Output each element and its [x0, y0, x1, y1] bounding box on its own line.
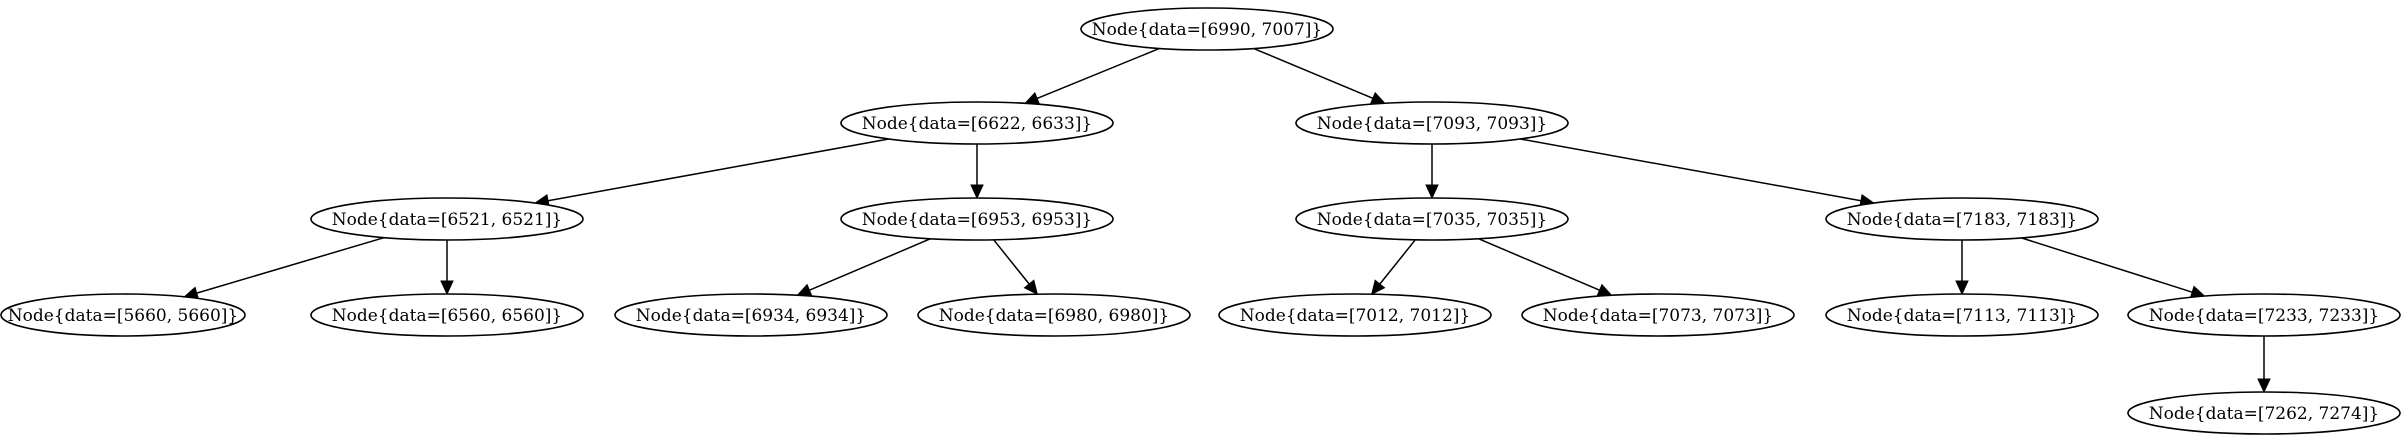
arrowhead-icon: [1370, 279, 1386, 296]
tree-node-leaf: Node{data=[7113, 7113]}: [1825, 293, 2099, 337]
tree-node: Node{data=[6953, 6953]}: [840, 197, 1114, 241]
tree-node: Node{data=[7233, 7233]}: [2127, 293, 2401, 337]
node-label: Node{data=[7113, 7113]}: [1847, 306, 2078, 326]
node-label: Node{data=[7093, 7093]}: [1317, 114, 1548, 134]
edge-n0-to-n2: [1253, 47, 1386, 105]
arrowhead-icon: [970, 184, 984, 200]
node-label: Node{data=[6560, 6560]}: [332, 306, 563, 326]
tree-node: Node{data=[6622, 6633]}: [840, 101, 1114, 145]
node-label: Node{data=[6953, 6953]}: [862, 210, 1093, 230]
edge-n5-to-n11: [1370, 239, 1416, 296]
arrowhead-icon: [440, 280, 454, 296]
edge-n1-to-n3: [534, 138, 889, 208]
arrowhead-icon: [1023, 91, 1041, 105]
tree-node-leaf: Node{data=[6934, 6934]}: [614, 293, 888, 337]
node-label: Node{data=[5660, 5660]}: [8, 306, 239, 326]
tree-node-root: Node{data=[6990, 7007]}: [1080, 7, 1334, 51]
arrowhead-icon: [1369, 91, 1386, 105]
tree-node-leaf: Node{data=[6980, 6980]}: [917, 293, 1191, 337]
tree-node: Node{data=[7035, 7035]}: [1295, 197, 1569, 241]
tree-node: Node{data=[6521, 6521]}: [310, 197, 584, 241]
node-label: Node{data=[7012, 7012]}: [1240, 306, 1471, 326]
arrowhead-icon: [1955, 280, 1969, 296]
edge-line: [547, 138, 889, 202]
edge-n14-to-n15: [2257, 336, 2271, 394]
node-label: Node{data=[7073, 7073]}: [1543, 306, 1774, 326]
edge-n4-to-n9: [796, 238, 931, 297]
edge-n6-to-n13: [1955, 240, 1969, 296]
edges-layer: [183, 47, 2271, 394]
arrowhead-icon: [1023, 279, 1039, 296]
node-label: Node{data=[6990, 7007]}: [1092, 20, 1323, 40]
edge-n3-to-n7: [183, 236, 385, 300]
node-label: Node{data=[7262, 7274]}: [2149, 404, 2380, 424]
tree-node-leaf: Node{data=[7012, 7012]}: [1218, 293, 1492, 337]
arrowhead-icon: [796, 283, 813, 297]
edge-line: [993, 239, 1030, 285]
edge-line: [1478, 238, 1600, 291]
tree-node: Node{data=[7183, 7183]}: [1825, 197, 2099, 241]
edge-n3-to-n8: [440, 240, 454, 296]
tree-node-leaf: Node{data=[5660, 5660]}: [0, 293, 246, 337]
edge-n0-to-n1: [1023, 47, 1160, 105]
edge-line: [1036, 47, 1160, 100]
tree-node-leaf: Node{data=[7073, 7073]}: [1521, 293, 1795, 337]
edge-n5-to-n12: [1478, 238, 1613, 297]
tree-node-leaf: Node{data=[6560, 6560]}: [310, 293, 584, 337]
edge-line: [1379, 239, 1416, 285]
node-label: Node{data=[6980, 6980]}: [939, 306, 1170, 326]
edge-n6-to-n14: [2021, 237, 2206, 299]
edge-line: [2021, 237, 2193, 293]
edge-line: [1520, 138, 1862, 202]
edge-line: [809, 238, 931, 291]
edge-n2-to-n5: [1425, 144, 1439, 200]
arrowhead-icon: [1596, 283, 1613, 297]
edge-line: [196, 236, 385, 294]
node-label: Node{data=[6521, 6521]}: [332, 210, 563, 230]
node-label: Node{data=[7183, 7183]}: [1847, 210, 2078, 230]
node-label: Node{data=[7035, 7035]}: [1317, 210, 1548, 230]
node-label: Node{data=[6622, 6633]}: [862, 114, 1093, 134]
tree-node-leaf: Node{data=[7262, 7274]}: [2127, 391, 2401, 435]
arrowhead-icon: [2257, 378, 2271, 394]
tree-node: Node{data=[7093, 7093]}: [1295, 101, 1569, 145]
edge-n1-to-n4: [970, 144, 984, 200]
node-label: Node{data=[6934, 6934]}: [636, 306, 867, 326]
edge-n2-to-n6: [1520, 138, 1875, 208]
edge-line: [1253, 47, 1374, 99]
node-label: Node{data=[7233, 7233]}: [2149, 306, 2380, 326]
arrowhead-icon: [1425, 184, 1439, 200]
edge-n4-to-n10: [993, 239, 1039, 296]
